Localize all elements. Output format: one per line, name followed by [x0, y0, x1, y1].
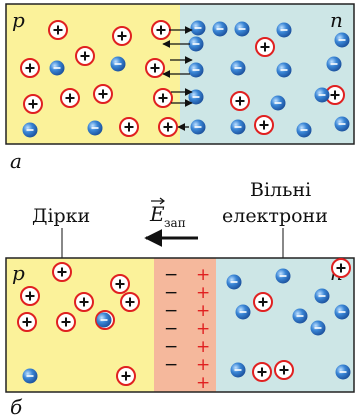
electron-icon [226, 274, 242, 290]
depletion-region [154, 258, 216, 392]
electron-icon [87, 120, 103, 136]
electron-icon [326, 56, 342, 72]
hole-icon [151, 20, 171, 40]
hole-icon [158, 117, 178, 137]
electron-icon [188, 62, 204, 78]
hole-icon [120, 292, 140, 312]
hole-icon [253, 292, 273, 312]
hole-icon [252, 362, 272, 382]
hole-icon [254, 115, 274, 135]
hole-icon [153, 88, 173, 108]
electron-icon [276, 62, 292, 78]
caption-b: б [10, 395, 23, 417]
electron-icon [230, 362, 246, 378]
field-vector-head [159, 197, 165, 205]
hole-icon [48, 20, 68, 40]
particles-a [20, 20, 350, 138]
depletion-plus-sign: + [196, 355, 210, 375]
depletion-plus-sign: + [196, 337, 210, 357]
electron-icon [230, 60, 246, 76]
hole-icon [119, 117, 139, 137]
hole-icon [20, 286, 40, 306]
field-subscript: зап [164, 216, 186, 230]
caption-a: а [10, 149, 22, 173]
panel-b-border [5, 257, 355, 393]
electron-icon [22, 368, 38, 384]
electron-icon [190, 20, 206, 36]
depletion-plus-sign: + [196, 373, 210, 393]
hole-icon [52, 262, 72, 282]
electron-icon [334, 304, 350, 320]
depletion-minus-sign: − [164, 355, 178, 375]
depletion-minus-sign: − [164, 265, 178, 285]
electron-icon [270, 95, 286, 111]
hole-icon [20, 58, 40, 78]
electron-icon [276, 22, 292, 38]
panel-a-border [5, 3, 355, 145]
depletion-minus-sign: − [164, 319, 178, 339]
hole-icon [116, 366, 136, 386]
p-label-b: p [12, 261, 25, 285]
field-label: E зап [149, 197, 186, 230]
hole-icon [110, 274, 130, 294]
hole-icon [75, 46, 95, 66]
electron-icon [235, 304, 251, 320]
depletion-plus-sign: + [196, 301, 210, 321]
depletion-charges: −+−+−+−+−+−++ [164, 265, 210, 393]
electron-icon [310, 320, 326, 336]
hole-icon [74, 292, 94, 312]
electron-icon [335, 364, 351, 380]
electron-icon [49, 60, 65, 76]
depletion-plus-sign: + [196, 283, 210, 303]
hole-icon [56, 312, 76, 332]
panel-b: p n −+−+−+−+−+−++ б [5, 257, 355, 417]
depletion-plus-sign: + [196, 265, 210, 285]
hole-icon [230, 91, 250, 111]
electron-icon [212, 21, 228, 37]
hole-icon [93, 84, 113, 104]
electron-icon [110, 56, 126, 72]
electron-icon [275, 268, 291, 284]
electrons-label-line2: електрони [222, 205, 328, 227]
electron-icon [296, 122, 312, 138]
electron-icon [22, 122, 38, 138]
n-label-a: n [330, 8, 343, 32]
panel-a: p n а [5, 3, 355, 173]
panel-b-labels: Дірки Вільні електрони E зап [32, 179, 328, 264]
hole-icon [331, 258, 351, 278]
hole-icon [255, 37, 275, 57]
depletion-minus-sign: − [164, 337, 178, 357]
particles-b [17, 258, 351, 386]
hole-icon [145, 58, 165, 78]
electron-icon [292, 308, 308, 324]
field-symbol: E [149, 202, 165, 226]
hole-icon [17, 312, 37, 332]
electron-icon [230, 119, 246, 135]
depletion-minus-sign: − [164, 301, 178, 321]
electron-icon [190, 119, 206, 135]
electron-icon [314, 288, 330, 304]
hole-icon [23, 94, 43, 114]
depletion-plus-sign: + [196, 319, 210, 339]
electron-icon [234, 21, 250, 37]
hole-icon [60, 88, 80, 108]
electron-icon [334, 116, 350, 132]
hole-icon [274, 360, 294, 380]
holes-label: Дірки [32, 205, 90, 227]
electron-icon [96, 312, 112, 328]
hole-icon [112, 26, 132, 46]
diffusion-arrows-a [162, 26, 193, 131]
electrons-label-line1: Вільні [250, 179, 311, 201]
depletion-minus-sign: − [164, 283, 178, 303]
electron-icon [314, 87, 330, 103]
p-label-a: p [12, 8, 25, 32]
electron-icon [334, 32, 350, 48]
electron-icon [188, 36, 204, 52]
